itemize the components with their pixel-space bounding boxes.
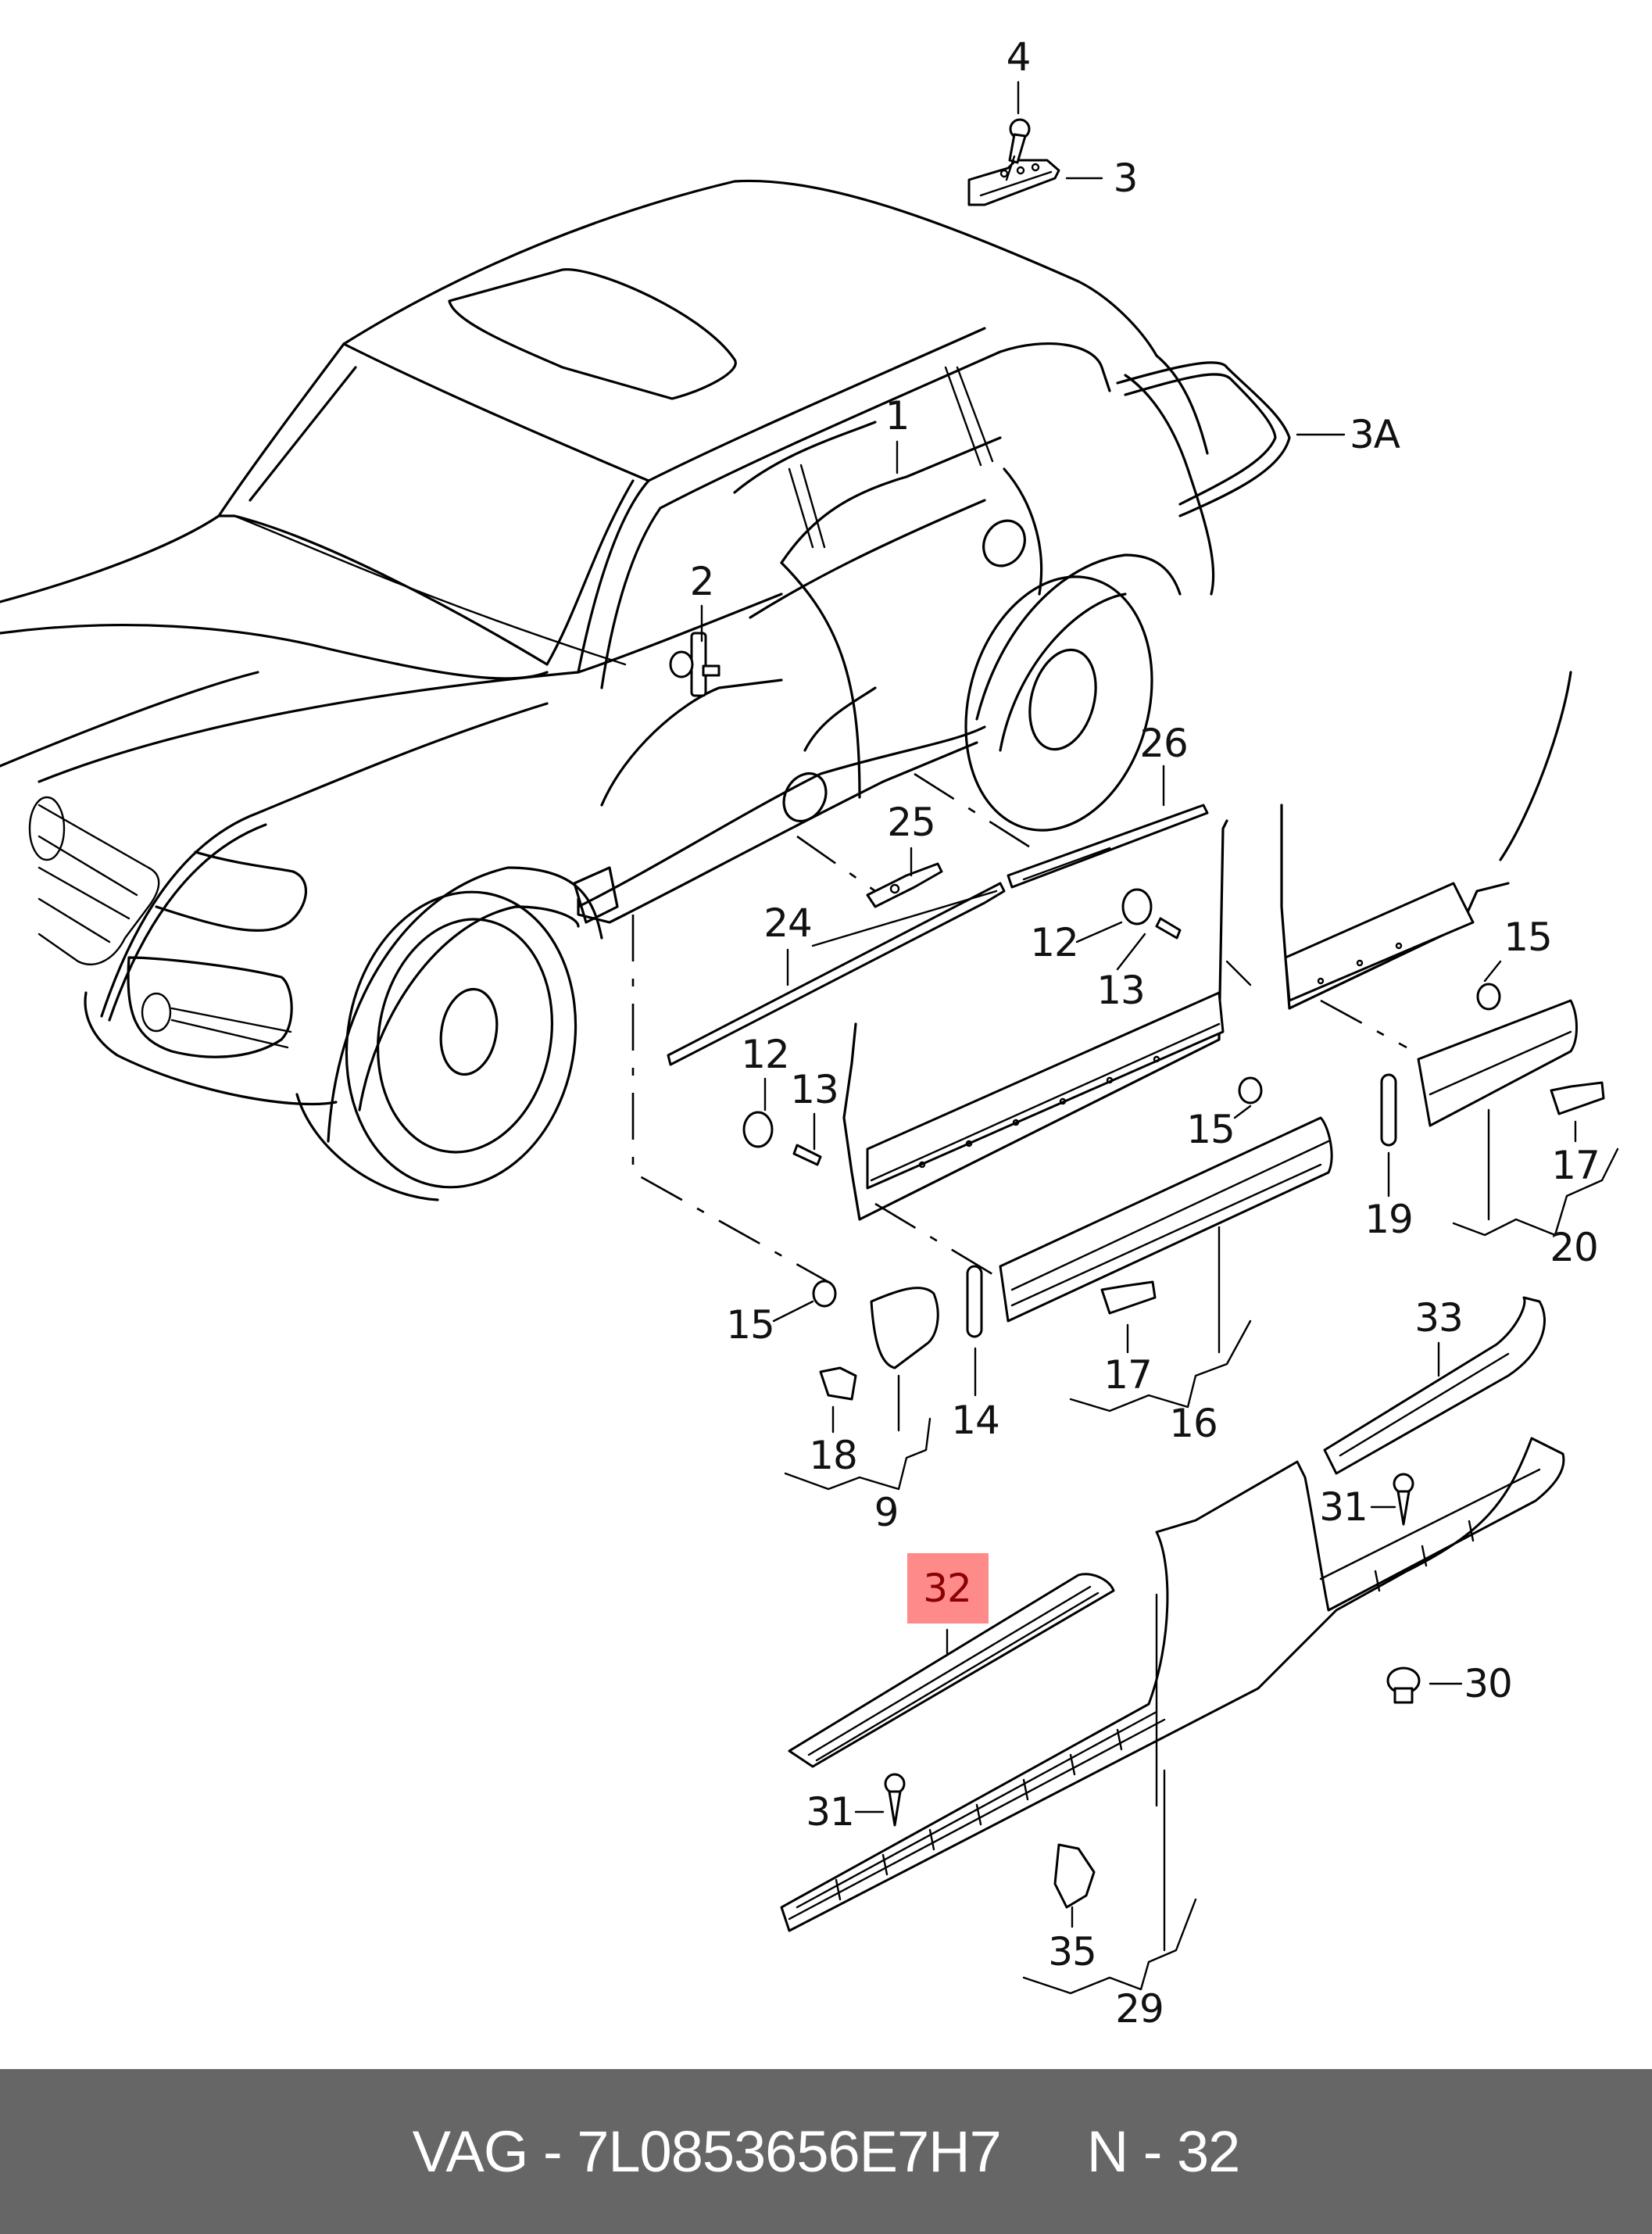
highlight-box: [907, 1553, 989, 1624]
position-value: 32: [1177, 2119, 1240, 2184]
callout-30[interactable]: 30: [1464, 1661, 1513, 1706]
position-label: N: [1086, 2119, 1128, 2184]
callout-33[interactable]: 33: [1414, 1295, 1464, 1341]
part-26-moulding: [1007, 804, 1209, 889]
callout-15[interactable]: 15: [1186, 1107, 1235, 1152]
part-35-clip: [1053, 1843, 1096, 1909]
callout-20[interactable]: 20: [1550, 1225, 1599, 1270]
front-door-panel: [842, 819, 1228, 1221]
part-31-screws: [884, 1473, 1414, 1827]
leader-lines: [700, 81, 1619, 1995]
part-19-seal: [1380, 1073, 1397, 1147]
part-25-clip: [866, 862, 943, 908]
callout-9[interactable]: 9: [874, 1490, 899, 1535]
callout-labels: 4 3 3A 1 2 26 25 24 12 13 15 12 13 15 17…: [690, 34, 1600, 2032]
callout-4[interactable]: 4: [1007, 34, 1032, 80]
callout-15[interactable]: 15: [1504, 915, 1553, 960]
callout-31[interactable]: 31: [806, 1789, 855, 1835]
separator: -: [1142, 2119, 1163, 2184]
separator: -: [543, 2119, 563, 2184]
vehicle-outline: [0, 179, 1215, 1201]
callout-24[interactable]: 24: [763, 900, 813, 946]
part-20-moulding: [1417, 999, 1578, 1127]
callout-14[interactable]: 14: [951, 1398, 1000, 1443]
callout-2[interactable]: 2: [690, 559, 715, 604]
callout-12[interactable]: 12: [741, 1032, 790, 1077]
part-9-endcap: [870, 1287, 939, 1369]
callout-35[interactable]: 35: [1048, 1929, 1097, 1974]
callout-32-highlighted[interactable]: 32: [923, 1566, 972, 1611]
callout-3[interactable]: 3: [1114, 156, 1139, 201]
callout-18[interactable]: 18: [809, 1433, 858, 1478]
part-32-trim-strip: [788, 1573, 1115, 1768]
part-29-sill-trim: [780, 1437, 1565, 1932]
callout-17[interactable]: 17: [1103, 1352, 1153, 1398]
part-24-moulding: [667, 882, 1006, 1066]
callout-26[interactable]: 26: [1139, 721, 1189, 766]
part-number: 7L0853656E7H7: [577, 2119, 1002, 2184]
part-14-seal: [966, 1265, 983, 1338]
part-30-nut: [1386, 1667, 1421, 1704]
part-info-footer: VAG - 7L0853656E7H7 N - 32: [0, 2069, 1652, 2234]
parts-diagram: 4 3 3A 1 2 26 25 24 12 13 15 12 13 15 17…: [0, 34, 1619, 2032]
assembly-lines: [631, 772, 1407, 1283]
callout-29[interactable]: 29: [1115, 1986, 1164, 2032]
callout-19[interactable]: 19: [1364, 1197, 1414, 1242]
rear-door-panel: [1280, 671, 1572, 1010]
brand-label: VAG: [412, 2119, 529, 2184]
part-2-clip: [669, 632, 721, 697]
part-16-moulding: [999, 1116, 1333, 1323]
callout-16[interactable]: 16: [1169, 1401, 1218, 1446]
part-3-bracket: [967, 159, 1060, 206]
callout-25[interactable]: 25: [887, 800, 936, 845]
callout-3A[interactable]: 3A: [1350, 412, 1401, 457]
callout-31[interactable]: 31: [1319, 1484, 1368, 1530]
fasteners: [742, 888, 1605, 1401]
callout-13[interactable]: 13: [1096, 968, 1146, 1013]
callout-13[interactable]: 13: [790, 1067, 839, 1112]
callout-12[interactable]: 12: [1030, 920, 1079, 965]
part-33-trim-strip: [1323, 1296, 1546, 1475]
part-4-screw: [1005, 118, 1031, 181]
callout-17[interactable]: 17: [1551, 1143, 1600, 1188]
callout-1[interactable]: 1: [885, 393, 910, 439]
callout-15[interactable]: 15: [726, 1302, 775, 1348]
part-3A-seal: [1116, 361, 1291, 517]
